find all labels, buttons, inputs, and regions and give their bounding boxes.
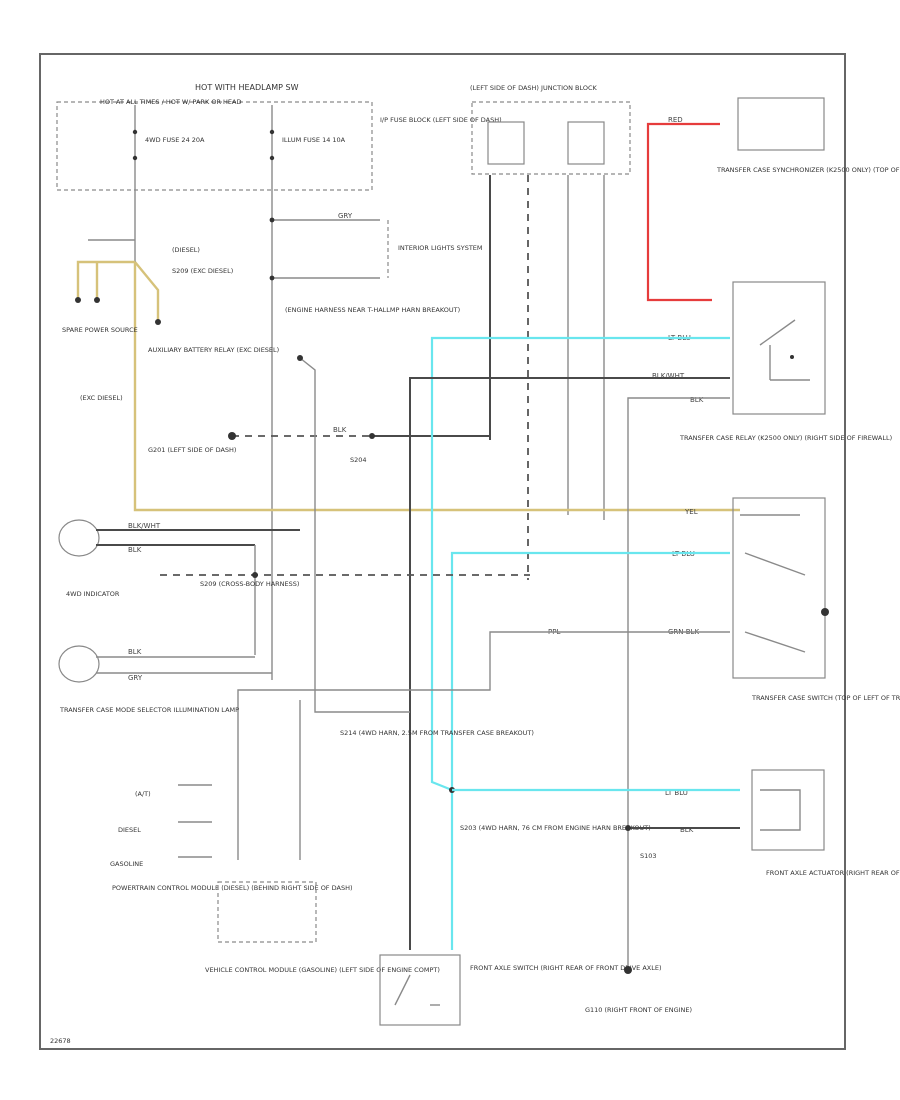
pcm-label: POWERTRAIN CONTROL MODULE (DIESEL) (BEHI…	[112, 884, 353, 892]
s103-label: S103	[640, 852, 657, 860]
module-inputs: (A/T) DIESEL GASOLINE POWERTRAIN CONTROL…	[110, 700, 353, 892]
tc-synchronizer: TRANSFER CASE SYNCHRONIZER (K2500 ONLY) …	[646, 97, 900, 302]
splice-s209-label: S209 (EXC DIESEL)	[172, 267, 233, 275]
splice-s204-label: S204	[350, 456, 367, 464]
blk-wht-label-ind: BLK/WHT	[128, 522, 161, 530]
fuse-4wd-label: 4WD FUSE 24 20A	[145, 136, 205, 144]
at-label: (A/T)	[135, 790, 151, 798]
diesel-label: DIESEL	[118, 826, 141, 834]
red-wire-label: RED	[668, 116, 683, 124]
blk-wire-label-1: BLK	[333, 426, 347, 434]
gry-wire-label: GRY	[338, 212, 353, 220]
tc-relay-label: TRANSFER CASE RELAY (K2500 ONLY) (RIGHT …	[679, 434, 892, 442]
spare-power-label: SPARE POWER SOURCE	[62, 326, 138, 334]
tc-relay: TRANSFER CASE RELAY (K2500 ONLY) (RIGHT …	[652, 281, 892, 442]
front-axle-switch: FRONT AXLE SWITCH (RIGHT REAR OF FRONT D…	[379, 954, 662, 1026]
blk-label-act: BLK	[680, 826, 694, 834]
ground-g110: G110 (RIGHT FRONT OF ENGINE)	[585, 960, 692, 1014]
ground-g110-label: G110 (RIGHT FRONT OF ENGINE)	[585, 1006, 692, 1014]
vcm: VEHICLE CONTROL MODULE (GASOLINE) (LEFT …	[205, 881, 440, 974]
ind-4wd-label: 4WD INDICATOR	[66, 590, 120, 598]
tc-sync-label: TRANSFER CASE SYNCHRONIZER (K2500 ONLY) …	[716, 166, 900, 174]
spare-power: SPARE POWER SOURCE AUXILIARY BATTERY REL…	[62, 239, 740, 516]
fuse-block-label: I/P FUSE BLOCK (LEFT SIDE OF DASH)	[380, 116, 502, 124]
diesel-tag-label: (DIESEL)	[172, 246, 200, 254]
junction-block: (LEFT SIDE OF DASH) JUNCTION BLOCK	[470, 84, 631, 580]
blk-label-ind: BLK	[128, 546, 142, 554]
s203-label: S203 (4WD HARN, 76 CM FROM ENGINE HARN B…	[460, 824, 651, 832]
hot-modes-label: HOT AT ALL TIMES / HOT W/ PARK OR HEAD	[100, 98, 242, 106]
vcm-label: VEHICLE CONTROL MODULE (GASOLINE) (LEFT …	[205, 966, 440, 974]
interior-lights-label: INTERIOR LIGHTS SYSTEM	[398, 244, 483, 252]
aux-relay-label: AUXILIARY BATTERY RELAY (EXC DIESEL)	[148, 346, 279, 354]
junction-block-label: (LEFT SIDE OF DASH) JUNCTION BLOCK	[470, 84, 598, 92]
s214-label: S214 (4WD HARN, 2.5M FROM TRANSFER CASE …	[340, 729, 534, 737]
blk-label-lamp: BLK	[128, 648, 142, 656]
gasoline-label: GASOLINE	[110, 860, 143, 868]
yel-wire-label: YEL	[684, 508, 698, 516]
splice-s209b-label: S209 (CROSS-BODY HARNESS)	[200, 580, 299, 588]
fig-number: 22678	[50, 1037, 71, 1045]
tc-switch-label: TRANSFER CASE SWITCH (TOP OF LEFT OF TRA…	[751, 694, 900, 702]
tc-switch: TRANSFER CASE SWITCH (TOP OF LEFT OF TRA…	[548, 497, 900, 702]
ground-g201: G201 (LEFT SIDE OF DASH) S204 BLK	[148, 426, 490, 464]
ground-g201-label: G201 (LEFT SIDE OF DASH)	[148, 446, 236, 454]
gry-label-lamp: GRY	[128, 674, 143, 682]
mode-lamp: BLK GRY TRANSFER CASE MODE SELECTOR ILLU…	[58, 645, 272, 714]
front-axle-actuator-label: FRONT AXLE ACTUATOR (RIGHT REAR OF FRONT…	[766, 869, 900, 877]
mode-lamp-label: TRANSFER CASE MODE SELECTOR ILLUMINATION…	[59, 706, 239, 714]
front-axle-actuator: FRONT AXLE ACTUATOR (RIGHT REAR OF FRONT…	[665, 769, 900, 877]
blk-wire-label-relay: BLK	[690, 396, 704, 404]
fuse-block: HOT WITH HEADLAMP SW HOT AT ALL TIMES / …	[56, 83, 502, 680]
fuse-illum-label: ILLUM FUSE 14 10A	[282, 136, 346, 144]
front-axle-switch-label: FRONT AXLE SWITCH (RIGHT REAR OF FRONT D…	[470, 964, 662, 972]
interior-lights: GRY INTERIOR LIGHTS SYSTEM (ENGINE HARNE…	[269, 212, 483, 314]
blk-wht-label-relay: BLK/WHT	[652, 372, 685, 380]
lt-blu-label-act: LT BLU	[665, 789, 688, 797]
engine-harness-label: (ENGINE HARNESS NEAR T-HALLMP HARN BREAK…	[285, 306, 460, 314]
diagram-frame	[39, 53, 846, 1050]
exc-diesel-label: (EXC DIESEL)	[80, 394, 123, 402]
hot-switch-label: HOT WITH HEADLAMP SW	[195, 83, 299, 92]
ind-4wd: BLK/WHT BLK 4WD INDICATOR S209 (CROSS-BO…	[58, 519, 530, 655]
